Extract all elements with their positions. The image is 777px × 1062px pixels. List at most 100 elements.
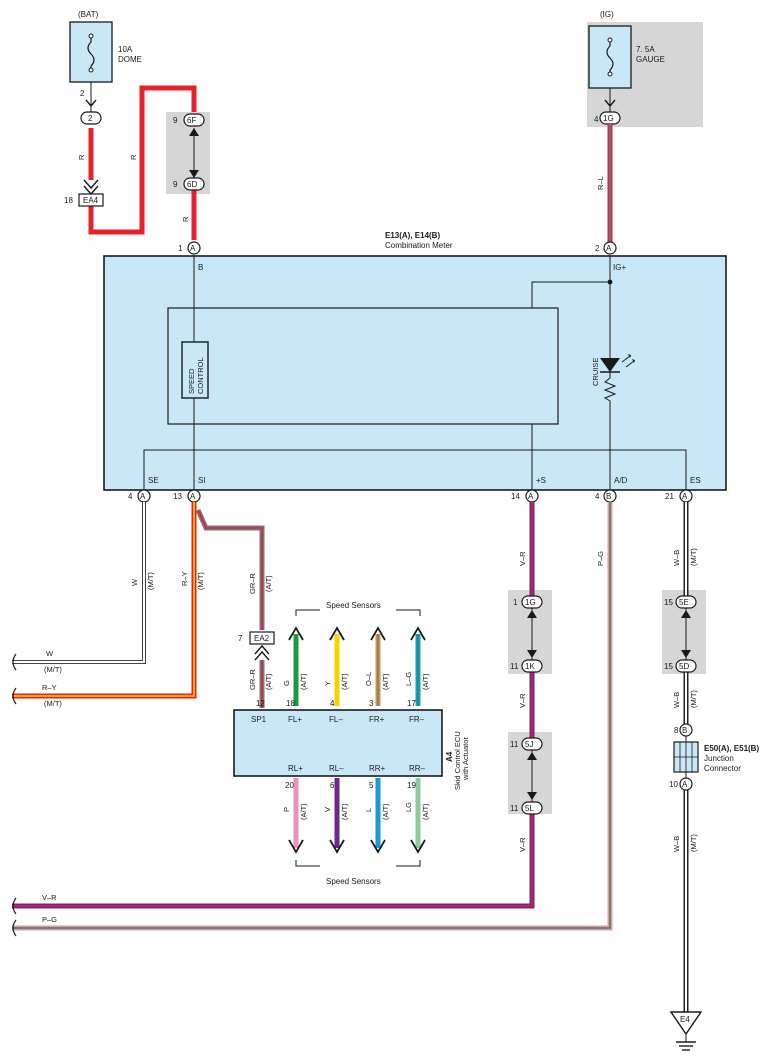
svg-text:EA2: EA2: [254, 634, 270, 643]
svg-text:R–L: R–L: [596, 176, 605, 190]
svg-text:A: A: [190, 244, 196, 253]
svg-text:4: 4: [330, 699, 335, 708]
svg-text:W–B: W–B: [672, 692, 681, 708]
skid-control-ecu: [233, 709, 443, 777]
svg-text:RR–: RR–: [409, 764, 426, 773]
connector-5e: 5E 15: [664, 595, 697, 609]
svg-text:(M/T): (M/T): [146, 572, 155, 590]
svg-text:5E: 5E: [679, 598, 689, 607]
svg-text:(A/T): (A/T): [299, 673, 308, 690]
svg-text:W: W: [46, 649, 54, 658]
red-wire-dome: [88, 85, 197, 240]
svg-text:V–R: V–R: [518, 551, 527, 566]
svg-text:W: W: [130, 578, 139, 586]
svg-text:RR+: RR+: [369, 764, 386, 773]
svg-text:4: 4: [594, 115, 599, 124]
cruise-indicator: CRUISE: [591, 354, 635, 408]
svg-text:7: 7: [238, 634, 243, 643]
sensor-wire-fr-minus: L–G (A/T) 17: [404, 626, 430, 708]
wire-vr: [12, 502, 535, 909]
svg-text:GR–R: GR–R: [248, 669, 257, 690]
svg-text:5J: 5J: [525, 740, 533, 749]
connector-5d: 5D 15: [664, 659, 697, 673]
svg-text:L: L: [364, 808, 373, 812]
svg-text:B: B: [606, 492, 611, 501]
svg-text:2: 2: [88, 114, 93, 123]
svg-text:4: 4: [595, 492, 600, 501]
sensor-wire-rr-plus: 5 L (A/T): [364, 778, 390, 854]
svg-text:5: 5: [369, 781, 374, 790]
connector-5l: 5L 11: [510, 801, 543, 815]
sensor-wire-fl-plus: G (A/T) 18: [282, 626, 308, 708]
svg-text:Speed Sensors: Speed Sensors: [326, 877, 381, 886]
speed-sensors-bottom-label: Speed Sensors: [295, 860, 421, 886]
svg-text:P: P: [282, 807, 291, 812]
svg-text:W–B: W–B: [672, 550, 681, 566]
svg-text:5L: 5L: [525, 804, 534, 813]
svg-text:(A/T): (A/T): [381, 673, 390, 690]
svg-text:17: 17: [407, 699, 416, 708]
svg-text:E4: E4: [680, 1015, 690, 1024]
svg-text:B: B: [198, 263, 203, 272]
svg-text:LG: LG: [404, 802, 413, 812]
fuse-dome: (BAT) 10A DOME 2: [69, 10, 142, 98]
svg-text:+S: +S: [536, 476, 546, 485]
svg-text:9: 9: [173, 116, 178, 125]
svg-text:(M/T): (M/T): [44, 699, 62, 708]
svg-text:10A: 10A: [118, 45, 133, 54]
svg-text:Y: Y: [323, 681, 332, 686]
svg-text:2: 2: [595, 244, 600, 253]
fuse-gauge: (IG) 7. 5A GAUGE 4: [588, 10, 665, 124]
connector-6f: 6F 9: [173, 113, 205, 127]
svg-text:R–Y: R–Y: [180, 571, 189, 586]
svg-text:P–G: P–G: [596, 551, 605, 566]
svg-text:SP1: SP1: [251, 715, 267, 724]
connector-1g: 1G 1: [513, 595, 543, 609]
svg-text:(A/T): (A/T): [421, 803, 430, 820]
svg-text:(A/T): (A/T): [299, 803, 308, 820]
svg-text:(A/T): (A/T): [340, 673, 349, 690]
svg-text:Connector: Connector: [704, 764, 741, 773]
svg-text:12: 12: [256, 699, 265, 708]
svg-text:V–R: V–R: [42, 893, 57, 902]
svg-text:P–G: P–G: [42, 915, 57, 924]
svg-text:2: 2: [80, 89, 85, 98]
wire-break-marks: [12, 653, 17, 937]
svg-text:6D: 6D: [187, 180, 197, 189]
svg-text:10: 10: [669, 780, 678, 789]
junction-connector: B 8 A 10 E50(A), E51(B) Junction Connect…: [669, 723, 759, 791]
svg-text:14: 14: [511, 492, 520, 501]
meter-pin-ig: A 2: [595, 241, 617, 255]
svg-text:(A/T): (A/T): [264, 575, 273, 592]
wire-grr: [195, 508, 265, 630]
svg-text:(M/T): (M/T): [44, 665, 62, 674]
svg-text:R: R: [77, 154, 86, 160]
connector-ea2: EA2 7: [238, 631, 275, 661]
svg-text:Junction: Junction: [704, 754, 734, 763]
svg-text:4: 4: [128, 492, 133, 501]
left-exit-labels: W (M/T) R–Y (M/T) V–R P–G: [42, 649, 62, 924]
svg-text:6F: 6F: [187, 116, 196, 125]
svg-text:7. 5A: 7. 5A: [636, 45, 655, 54]
svg-text:A/D: A/D: [614, 476, 628, 485]
svg-text:11: 11: [510, 804, 519, 813]
svg-text:GR–R: GR–R: [248, 573, 257, 594]
svg-text:(M/T): (M/T): [689, 548, 698, 566]
svg-text:IG+: IG+: [613, 263, 626, 272]
svg-text:11: 11: [510, 662, 519, 671]
svg-text:RL+: RL+: [288, 764, 303, 773]
svg-text:15: 15: [664, 598, 673, 607]
svg-text:L–G: L–G: [404, 672, 413, 686]
svg-text:Combination Meter: Combination Meter: [385, 241, 453, 250]
connector-1k: 1K 11: [510, 659, 543, 673]
svg-text:A: A: [682, 780, 688, 789]
svg-text:A: A: [528, 492, 534, 501]
svg-text:(M/T): (M/T): [689, 690, 698, 708]
svg-text:B: B: [682, 726, 687, 735]
svg-text:A: A: [190, 492, 196, 501]
wire-pg: [12, 502, 613, 931]
svg-text:1G: 1G: [603, 114, 614, 123]
svg-text:3: 3: [369, 699, 374, 708]
ecu-label: A4 Skid Control ECU with Actuator: [445, 731, 470, 790]
svg-text:V–R: V–R: [518, 837, 527, 852]
